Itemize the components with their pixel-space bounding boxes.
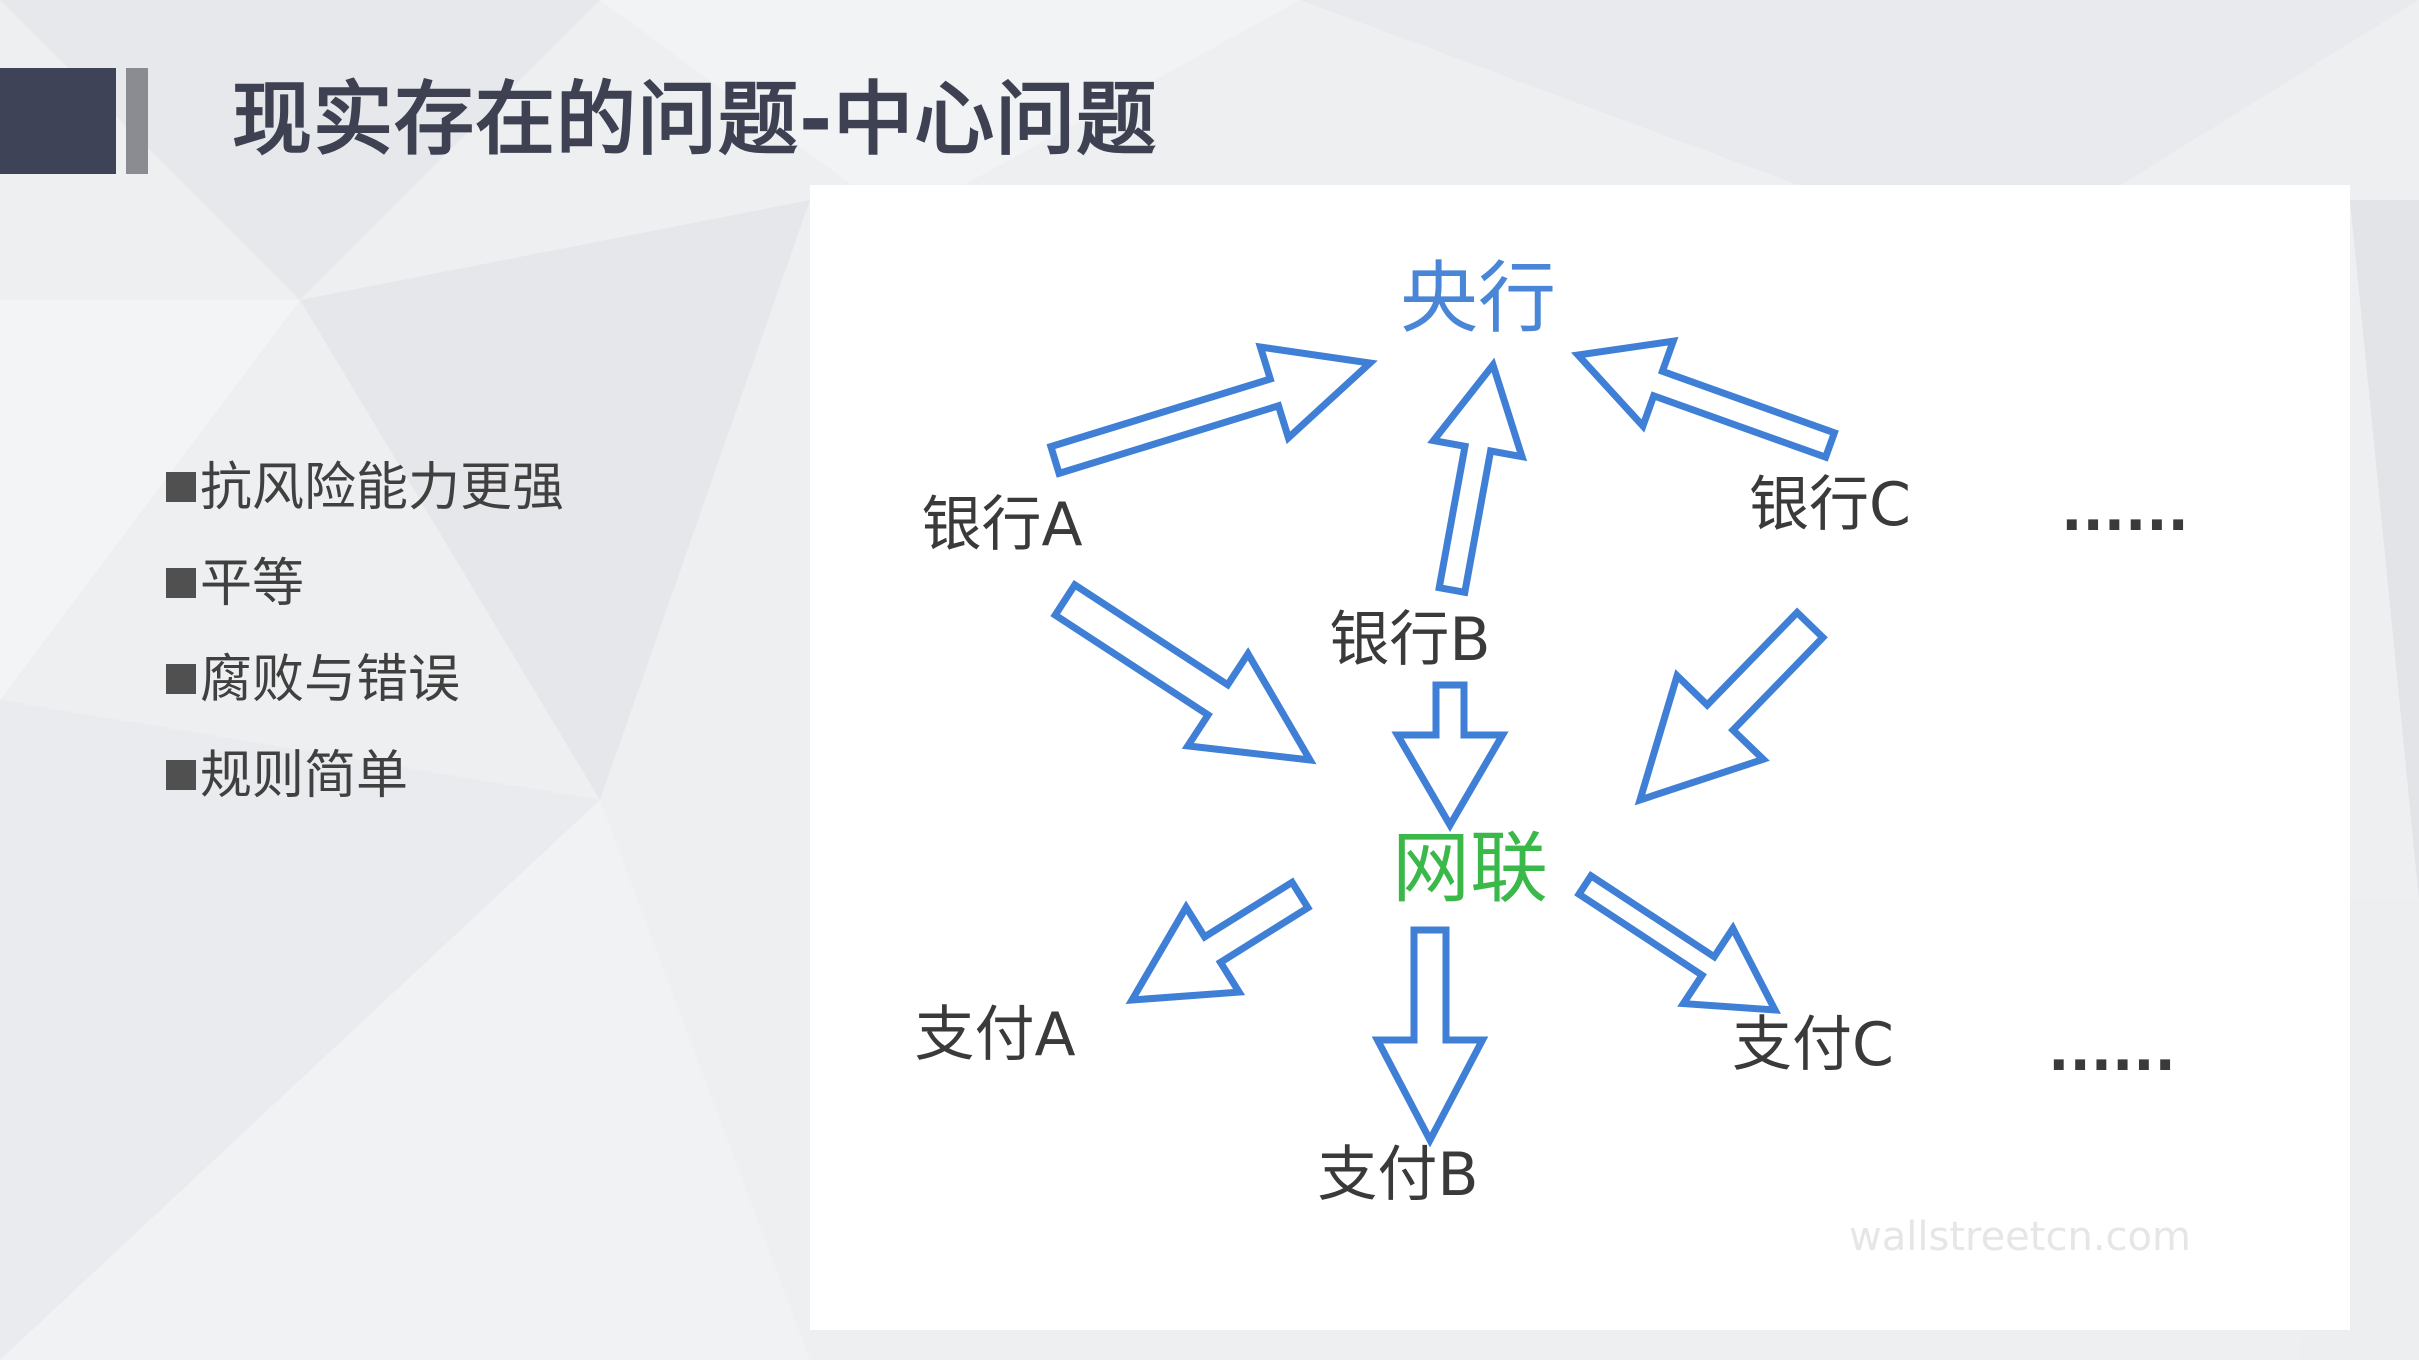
- node-bank-b: 银行B: [1329, 605, 1490, 675]
- node-pay-b: 支付B: [1317, 1140, 1478, 1210]
- slide-title: 现实存在的问题-中心问题: [232, 73, 1158, 166]
- node-central-bank: 央行: [1400, 254, 1556, 344]
- bullet-list: 抗风险能力更强 平等 腐败与错误 规则简单: [166, 440, 564, 824]
- arrow-bank-c-to-central-bank: [1570, 336, 1839, 462]
- arrow-netlink-to-pay-c: [1574, 870, 1781, 1014]
- bullet-text: 腐败与错误: [200, 650, 461, 710]
- bullet-square-icon: [166, 568, 196, 598]
- arrow-bank-c-to-netlink: [1634, 607, 1828, 806]
- node-bank-more: ......: [2061, 479, 2189, 544]
- watermark: wallstreetcn.com: [1849, 1214, 2191, 1260]
- node-bank-a: 银行A: [921, 490, 1082, 560]
- title-accent-gray-bar: [126, 68, 148, 174]
- arrow-bank-a-to-netlink: [1050, 580, 1317, 765]
- bullet-square-icon: [166, 472, 196, 502]
- arrow-bank-b-to-central-bank: [1427, 357, 1528, 597]
- bullet-text: 平等: [200, 554, 305, 614]
- node-pay-more: ......: [2048, 1019, 2176, 1084]
- node-pay-a: 支付A: [914, 1000, 1075, 1070]
- arrow-bank-b-to-netlink: [1391, 681, 1509, 832]
- diagram-panel: 央行 银行A 银行C ...... 银行B 网联 支付A 支付C ...... …: [810, 185, 2350, 1330]
- arrow-bank-a-to-central-bank: [1046, 342, 1378, 478]
- bullet-item: 规则简单: [166, 728, 564, 824]
- arrow-netlink-to-pay-b: [1371, 926, 1489, 1148]
- bullet-text: 规则简单: [200, 746, 409, 806]
- title-accent-dark-block: [0, 68, 116, 174]
- node-netlink: 网联: [1392, 824, 1548, 914]
- diagram-arrows: [1046, 336, 1839, 1148]
- payment-network-diagram: 央行 银行A 银行C ...... 银行B 网联 支付A 支付C ...... …: [914, 254, 2191, 1260]
- bullet-item: 抗风险能力更强: [166, 440, 564, 536]
- bullet-item: 腐败与错误: [166, 632, 564, 728]
- arrow-netlink-to-pay-a: [1125, 877, 1313, 1004]
- bullet-square-icon: [166, 664, 196, 694]
- bullet-square-icon: [166, 760, 196, 790]
- node-pay-c: 支付C: [1732, 1010, 1894, 1080]
- node-bank-c: 银行C: [1749, 470, 1911, 540]
- bullet-text: 抗风险能力更强: [200, 458, 565, 518]
- bullet-item: 平等: [166, 536, 564, 632]
